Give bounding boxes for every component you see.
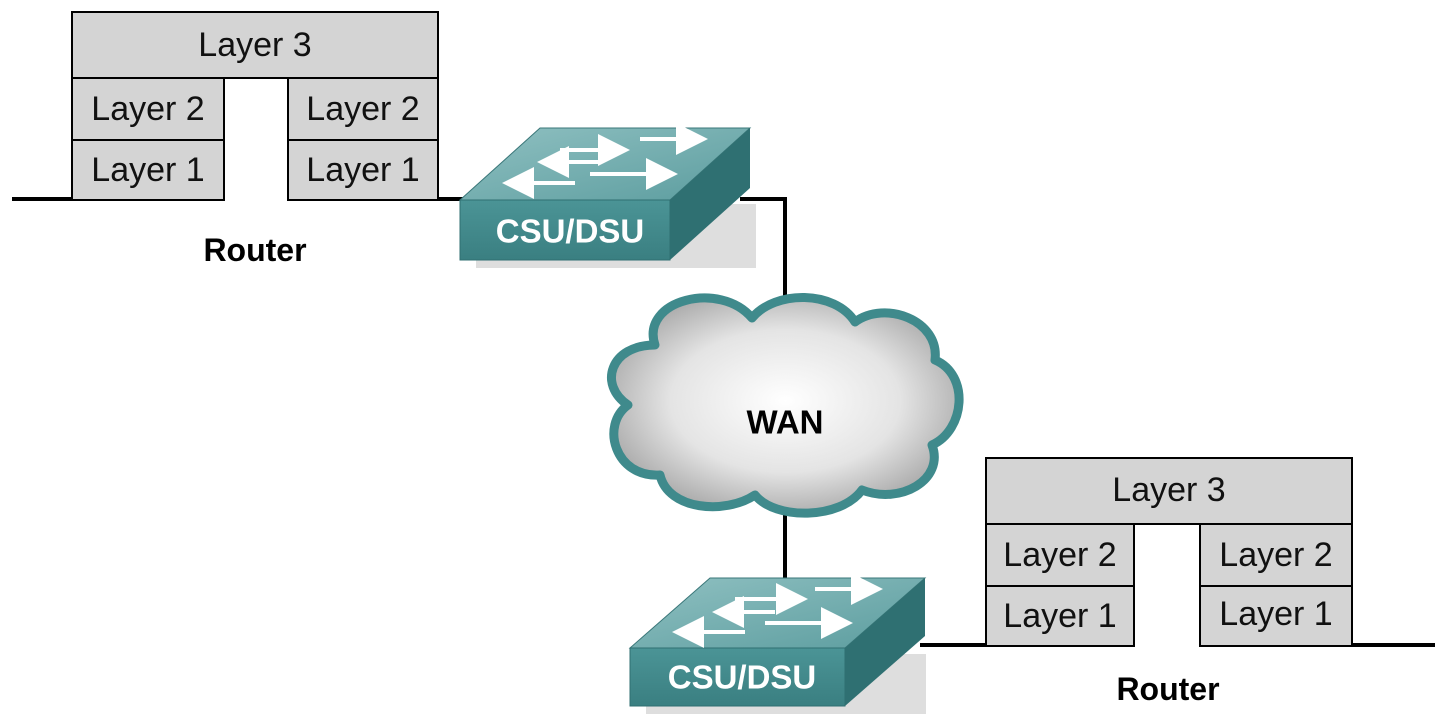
router-bottom-right-layer1-label: Layer 1 <box>1219 595 1332 633</box>
router-bottom-left-layer1-label: Layer 1 <box>1003 597 1116 635</box>
router-bottom-layer3-box <box>985 457 1353 525</box>
csu-dsu-bottom-front-face <box>629 647 846 707</box>
router-bottom-right-layer2-label: Layer 2 <box>1219 536 1332 574</box>
router-bottom-left-layer1-box <box>985 585 1135 647</box>
csu-dsu-top-side-face <box>670 128 750 260</box>
wan-cloud-shape <box>607 293 964 518</box>
router-top-right-layer2-label: Layer 2 <box>306 90 419 128</box>
router-top-layer3-label: Layer 3 <box>198 26 311 64</box>
router-top-left-layer2-label: Layer 2 <box>91 90 204 128</box>
router-top-layer3-box <box>71 11 439 79</box>
router-top-left-layer2-box <box>71 77 225 141</box>
csu-dsu-bottom-label: CSU/DSU <box>668 659 817 696</box>
router-bottom-layers: Layer 3 Layer 2 Layer 1 Layer 2 Layer 1 … <box>985 457 1353 707</box>
router-bottom-right-layer1-box <box>1199 585 1353 647</box>
csu-dsu-bottom-side-face <box>845 578 925 706</box>
router-top-left-layer1-box <box>71 139 225 201</box>
router-bottom-layer3-label: Layer 3 <box>1112 471 1225 509</box>
csu-to-wan-link-top <box>740 197 787 318</box>
links <box>12 197 1435 647</box>
csu-dsu-top-front-face <box>459 199 671 261</box>
router-top-right-layer1-box <box>287 139 439 201</box>
router-bottom-left-layer2-label: Layer 2 <box>1003 536 1116 574</box>
router-bottom-caption: Router <box>1116 671 1219 707</box>
router-top-left-layer1-label: Layer 1 <box>91 151 204 189</box>
csu-dsu-top-arrows-icon <box>502 123 708 199</box>
csu-dsu-bottom: CSU/DSU <box>628 573 927 714</box>
router-top-right-layer2-box <box>287 77 439 141</box>
router-top-layers: Layer 3 Layer 2 Layer 1 Layer 2 Layer 1 … <box>71 11 439 268</box>
wan-cloud: WAN <box>607 293 964 518</box>
router-top-caption: Router <box>203 232 306 268</box>
wan-cloud-label: WAN <box>747 404 824 441</box>
csu-dsu-top: CSU/DSU <box>458 123 756 268</box>
router-top-right-layer1-label: Layer 1 <box>306 151 419 189</box>
csu-dsu-bottom-arrows-icon <box>672 573 883 648</box>
csu-dsu-top-label: CSU/DSU <box>496 213 645 250</box>
